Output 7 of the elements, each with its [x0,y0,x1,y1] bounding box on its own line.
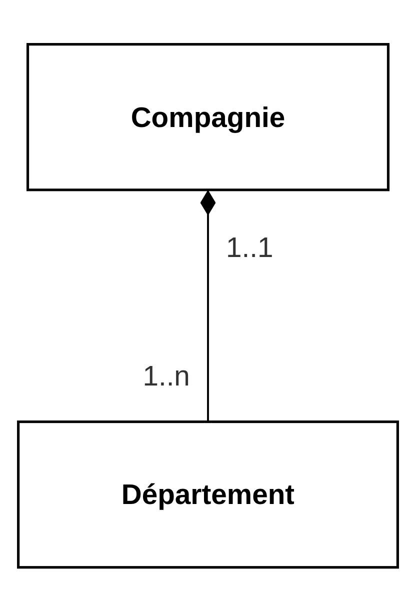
class-box [17,420,399,568]
multiplicity-label: 1..1 [226,232,274,264]
class-name: Département [121,477,295,512]
multiplicity-label: 1..n [142,360,190,392]
class-box [26,42,390,191]
composition-line [200,190,216,422]
class-name: Compagnie [130,100,286,135]
